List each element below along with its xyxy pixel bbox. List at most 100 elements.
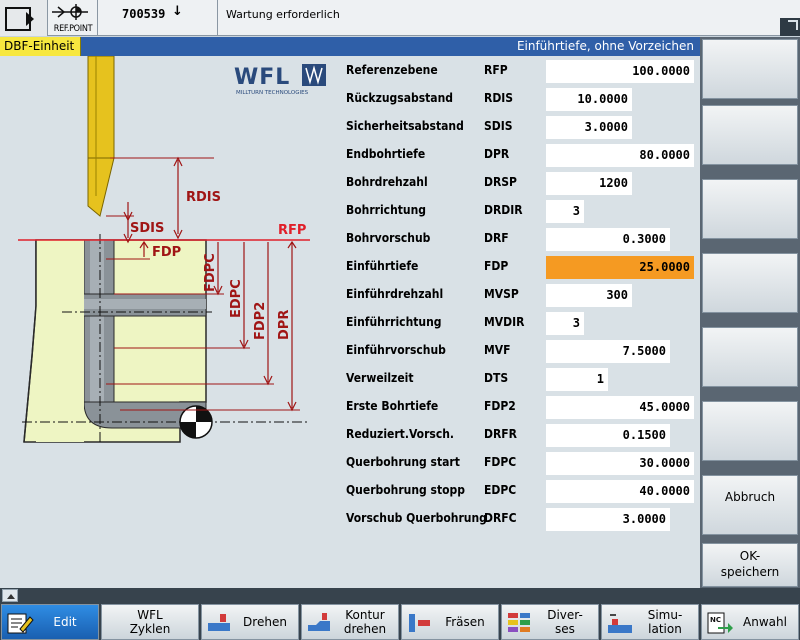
parameter-panel: RFP RDIS SDIS FDP FDPC [0, 56, 700, 588]
turning-softkey[interactable]: Drehen [201, 604, 299, 640]
parameter-label: Sicherheitsabstand [346, 119, 464, 133]
parameter-input-sdis[interactable]: 3.0000 [546, 116, 632, 139]
parameter-input-drdir[interactable]: 3 [546, 200, 584, 223]
parameter-input-fdp[interactable]: 25.0000 [546, 256, 694, 279]
parameter-input-drf[interactable]: 0.3000 [546, 228, 670, 251]
vertical-softkey-6[interactable] [702, 401, 798, 461]
alarm-indicator[interactable]: 700539 ↓ [98, 0, 218, 36]
wfl-logo-text: WFL [234, 65, 290, 90]
alarm-number: 700539 [122, 7, 166, 21]
wfl-cycles-label-2: Zyklen [129, 622, 171, 636]
misc-icon [508, 613, 530, 632]
parameter-code: DTS [484, 371, 509, 385]
misc-label: Diver-ses [536, 605, 594, 639]
parameter-label: Einführdrehzahl [346, 287, 444, 301]
parameter-label: Rückzugsabstand [346, 91, 454, 105]
fdp2-label: FDP2 [253, 302, 268, 340]
parameter-label: Endbohrtiefe [346, 147, 426, 161]
parameter-code: DRF [484, 231, 509, 245]
parameter-code: MVF [484, 343, 511, 357]
parameter-input-drsp[interactable]: 1200 [546, 172, 632, 195]
dialog-title: DBF-Einheit [0, 37, 82, 56]
edpc-label: EDPC [229, 279, 244, 318]
parameter-input-rdis[interactable]: 10.0000 [546, 88, 632, 111]
parameter-input-fdpc[interactable]: 30.0000 [546, 452, 694, 475]
edit-icon [7, 613, 34, 634]
parameter-label: Bohrdrehzahl [346, 175, 428, 189]
ref-point-label: REF.POINT [53, 24, 93, 34]
recall-icon[interactable] [780, 18, 800, 36]
parameter-input-dpr[interactable]: 80.0000 [546, 144, 694, 167]
vertical-softkey-bar: Abbruch OK- speichern [700, 37, 800, 588]
parameter-input-mvdir[interactable]: 3 [546, 312, 584, 335]
parameter-label: Reduziert.Vorsch. [346, 427, 455, 441]
parameter-hint: Einführtiefe, ohne Vorzeichen [516, 39, 694, 53]
parameter-code: MVSP [484, 287, 519, 301]
parameter-code: FDP2 [484, 399, 516, 413]
vertical-softkey-2[interactable] [702, 105, 798, 165]
vertical-softkey-1[interactable] [702, 39, 798, 99]
misc-label-1: Diver- [547, 608, 583, 622]
fdp-label: FDP [152, 245, 181, 260]
rfp-label: RFP [278, 223, 306, 238]
parameter-code: FDPC [484, 455, 517, 469]
parameter-code: MVDIR [484, 315, 525, 329]
parameter-input-drfr[interactable]: 0.1500 [546, 424, 670, 447]
parameter-label: Verweilzeit [346, 371, 414, 385]
machine-area-button[interactable] [0, 0, 48, 36]
parameter-label: Einführvorschub [346, 343, 446, 357]
parameter-input-edpc[interactable]: 40.0000 [546, 480, 694, 503]
parameter-row-mvsp: Einführdrehzahl MVSP 300 [340, 283, 700, 307]
simulation-softkey[interactable]: Simu-lation [601, 604, 699, 640]
parameter-input-dts[interactable]: 1 [546, 368, 608, 391]
title-bar: DBF-Einheit Einführtiefe, ohne Vorzeiche… [0, 37, 700, 56]
contour-turning-icon [308, 613, 330, 631]
parameter-label: Einführtiefe [346, 259, 419, 273]
dpr-label: DPR [277, 310, 292, 340]
extend-up-icon[interactable] [2, 589, 18, 602]
ref-point-indicator: REF.POINT [48, 0, 98, 36]
ok-save-button[interactable]: OK- speichern [702, 543, 798, 587]
cancel-button-label: Abbruch [724, 490, 776, 504]
nc-select-softkey[interactable]: NC Anwahl [701, 604, 799, 640]
contour-turning-label-2: drehen [343, 622, 387, 636]
milling-softkey[interactable]: Fräsen [401, 604, 499, 640]
vertical-softkey-3[interactable] [702, 179, 798, 239]
extend-bar [0, 588, 800, 602]
sdis-label: SDIS [130, 221, 164, 236]
edit-softkey-label: Edit [53, 615, 77, 629]
parameter-code: DRDIR [484, 203, 523, 217]
misc-softkey[interactable]: Diver-ses [501, 604, 599, 640]
vertical-softkey-5[interactable] [702, 327, 798, 387]
ok-save-label-1: OK- [739, 549, 761, 563]
vertical-softkey-4[interactable] [702, 253, 798, 313]
status-bar: REF.POINT 700539 ↓ Wartung erforderlich [0, 0, 800, 36]
parameter-input-rfp[interactable]: 100.0000 [546, 60, 694, 83]
turning-icon [208, 614, 230, 631]
parameter-input-drfc[interactable]: 3.0000 [546, 508, 670, 531]
simulation-label-1: Simu- [647, 608, 683, 622]
machine-area-icon [5, 7, 34, 31]
parameter-input-mvf[interactable]: 7.5000 [546, 340, 670, 363]
parameter-code: RFP [484, 63, 508, 77]
parameter-input-fdp2[interactable]: 45.0000 [546, 396, 694, 419]
cancel-button[interactable]: Abbruch [702, 475, 798, 535]
simulation-label-2: lation [648, 622, 682, 636]
wfl-cycles-label-1: WFL [137, 608, 163, 622]
parameter-input-mvsp[interactable]: 300 [546, 284, 632, 307]
ref-point-icon [52, 4, 88, 20]
edit-softkey[interactable]: Edit [1, 604, 99, 640]
parameter-label: Einführrichtung [346, 315, 442, 329]
alarm-message: Wartung erforderlich [226, 8, 340, 21]
